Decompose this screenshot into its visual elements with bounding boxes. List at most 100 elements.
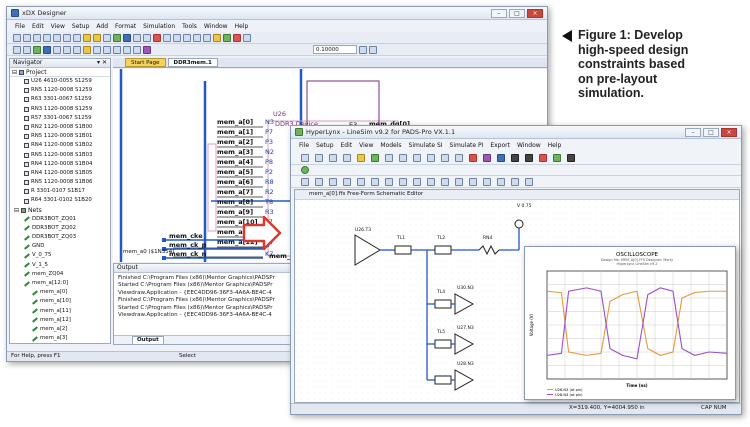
measure-icon[interactable] [93, 45, 101, 54]
settings-icon[interactable] [243, 33, 251, 42]
select-icon[interactable] [13, 45, 21, 54]
project-node[interactable]: ⊟Project [10, 68, 110, 77]
hl-source-icon[interactable] [455, 177, 463, 186]
hl-pointer-icon[interactable] [301, 177, 309, 186]
tree-item[interactable]: R 3301-0107 S1B17 [24, 187, 110, 196]
control-net-label[interactable]: mem_ck_n [169, 250, 207, 258]
net-item[interactable]: mem_a[3] [24, 334, 110, 343]
hl-print-icon[interactable] [343, 153, 351, 162]
rect-icon[interactable] [113, 45, 121, 54]
hl-eye-icon[interactable] [483, 153, 491, 162]
tree-item[interactable]: RN4 1120-0008 S1B02 [24, 141, 110, 150]
align-icon[interactable] [53, 45, 61, 54]
rotate-icon[interactable] [63, 45, 71, 54]
hl-undo-icon[interactable] [357, 153, 365, 162]
hl-ddr-icon[interactable] [511, 153, 519, 162]
hl-run-icon[interactable] [301, 166, 309, 174]
tree-item[interactable]: RN5 1120-0008 S1B01 [24, 132, 110, 141]
hl-menu-file[interactable]: File [299, 141, 310, 149]
zoom-in-icon[interactable] [133, 33, 141, 42]
menu-setup[interactable]: Setup [71, 22, 90, 30]
net-item[interactable]: mem_a[10] [24, 297, 110, 306]
redo-icon[interactable] [93, 33, 101, 42]
hl-zoom-out-icon[interactable] [399, 153, 407, 162]
collapse-icon[interactable]: ⊟ [12, 68, 18, 76]
hl-new-icon[interactable] [301, 153, 309, 162]
net-item[interactable]: DDR3BOT_ZQ01 [24, 215, 110, 224]
net-item[interactable]: mem_a[0] [24, 288, 110, 297]
collapse-icon[interactable]: ⊟ [14, 206, 20, 214]
tree-item[interactable]: U26 4610-0055 S1259 [24, 77, 110, 86]
net-item[interactable]: mem_ZQ04 [24, 270, 110, 279]
hl-crosstalk-icon[interactable] [539, 153, 547, 162]
tree-item[interactable]: R57 3301-0067 S1259 [24, 114, 110, 123]
address-net-label[interactable]: mem_a[7] [217, 188, 254, 196]
hl-zoom-in-icon[interactable] [385, 153, 393, 162]
address-net-label[interactable]: mem_a[10] [217, 218, 258, 226]
hl-terminator-icon[interactable] [441, 153, 449, 162]
menu-window[interactable]: Window [203, 22, 228, 30]
open-icon[interactable] [23, 33, 31, 42]
label-icon[interactable] [193, 33, 201, 42]
comp-tl5[interactable]: TL5 [437, 330, 446, 335]
comp-rn4[interactable]: RN4 [483, 236, 493, 241]
hl-sweep-icon[interactable] [497, 153, 505, 162]
hl-ind-icon[interactable] [371, 177, 379, 186]
hl-wire-icon[interactable] [525, 177, 533, 186]
hl-save-icon[interactable] [329, 153, 337, 162]
address-net-label[interactable]: mem_a[4] [217, 158, 254, 166]
hyperlynx-window[interactable]: HyperLynx - LineSim v9.2 for PADS-Pro VX… [290, 125, 742, 415]
maximize-button[interactable]: □ [509, 9, 525, 18]
hl-ground-icon[interactable] [441, 177, 449, 186]
hl-stackup-icon[interactable] [427, 153, 435, 162]
hl-report-icon[interactable] [567, 153, 575, 162]
hl-res-icon[interactable] [343, 177, 351, 186]
hl-maximize-button[interactable]: □ [703, 128, 719, 137]
hl-open-icon[interactable] [315, 153, 323, 162]
hl-menu-view[interactable]: View [359, 141, 374, 149]
circle-icon[interactable] [123, 45, 131, 54]
control-net-label[interactable]: mem_ck_p [169, 241, 207, 249]
hl-via-icon[interactable] [413, 177, 421, 186]
property-icon[interactable] [213, 33, 221, 42]
delete-icon[interactable] [153, 33, 161, 42]
stop-icon[interactable] [233, 33, 241, 42]
net-item[interactable]: mem_a[2] [24, 325, 110, 334]
hl-ic-icon[interactable] [329, 177, 337, 186]
tab-output[interactable]: Output [132, 336, 164, 344]
address-net-label[interactable]: mem_a[11] [217, 228, 258, 236]
hl-tline-icon[interactable] [385, 177, 393, 186]
comp-u28[interactable]: U28.N3 [457, 362, 474, 367]
address-net-label[interactable]: mem_a[6] [217, 178, 254, 186]
hl-scope-icon[interactable] [469, 153, 477, 162]
address-net-label[interactable]: mem_a[9] [217, 208, 254, 216]
comp-u30[interactable]: U30.N3 [457, 286, 474, 291]
tab-ddr3mem[interactable]: DDR3mem.1 [167, 58, 218, 67]
menu-help[interactable]: Help [234, 22, 249, 30]
net-icon[interactable] [123, 33, 131, 42]
print-icon[interactable] [43, 33, 51, 42]
hl-power-icon[interactable] [553, 153, 561, 162]
paste-icon[interactable] [73, 33, 81, 42]
address-net-label[interactable]: mem_a[0] [217, 118, 254, 126]
hl-menu-export[interactable]: Export [490, 141, 510, 149]
tree-item[interactable]: RN5 1120-0008 S1B06 [24, 178, 110, 187]
hl-coupled-icon[interactable] [399, 177, 407, 186]
color-icon[interactable] [143, 45, 151, 54]
add-component-icon[interactable] [33, 45, 41, 54]
net-item[interactable]: GND [24, 242, 110, 251]
net-item[interactable]: mem_a[11] [24, 307, 110, 316]
simulate-icon[interactable] [223, 33, 231, 42]
place-icon[interactable] [113, 33, 121, 42]
hl-flip-icon[interactable] [511, 177, 519, 186]
tree-item[interactable]: RN2 1120-0008 S1B00 [24, 123, 110, 132]
net-item[interactable]: DDR3BOT_ZQ02 [24, 224, 110, 233]
wire-icon[interactable] [173, 33, 181, 42]
hl-menu-edit[interactable]: Edit [340, 141, 353, 149]
tree-item[interactable]: RN3 1120-0008 S1259 [24, 105, 110, 114]
comp-u27[interactable]: U27.N3 [457, 326, 474, 331]
highlight-icon[interactable] [83, 45, 91, 54]
comp-tl2[interactable]: TL2 [437, 236, 446, 241]
find-icon[interactable] [103, 33, 111, 42]
